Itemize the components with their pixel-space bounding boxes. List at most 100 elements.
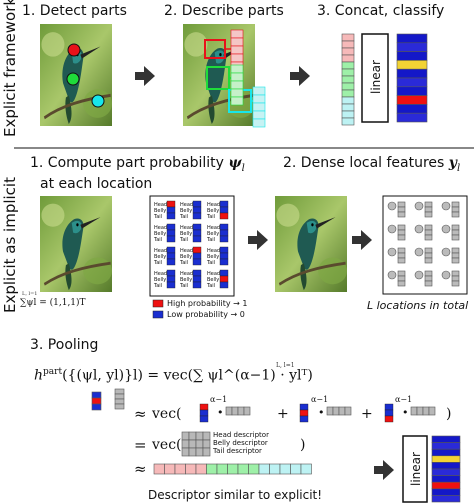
pooling-term-1-bar (199, 403, 209, 411)
probability-part-label: Tail (206, 237, 215, 243)
probability-part-label: Head (207, 202, 220, 208)
probability-part-label: Tail (206, 283, 215, 289)
pooled-descriptor-vector-cell (258, 463, 270, 475)
belly-descriptor-vector (230, 64, 244, 106)
descriptor-grid-row-cell (188, 439, 197, 449)
feature-location-dot (441, 270, 451, 280)
feature-vector (397, 270, 406, 287)
head-descriptor-vector (230, 29, 244, 71)
plus-1: + (277, 406, 289, 422)
tail-descriptor-vector-cell (252, 110, 266, 120)
feature-vector-cell (451, 234, 460, 241)
pooling-term-3-bar (384, 403, 394, 411)
feature-vector-cell (424, 257, 433, 264)
probability-bar (219, 206, 229, 214)
bird-image-probability (38, 194, 114, 294)
probability-part-label: Tail (153, 260, 162, 266)
classifier-output-bottom-cell (431, 462, 461, 470)
pooling-term-2-bar (299, 403, 309, 411)
pooling-term-3-features-cell (416, 406, 424, 416)
tail-part-dot (91, 94, 105, 108)
pooled-descriptor-vector-cell (206, 463, 218, 475)
tail-descriptor-vector-cell (252, 118, 266, 128)
pooling-term-3 (384, 403, 394, 423)
feature-vector-cell (424, 247, 433, 254)
probability-bar (166, 269, 176, 277)
pooled-descriptor-vector-cell (300, 463, 312, 475)
approx-sign-2: ≈ (134, 460, 147, 478)
probability-part-label: Belly (154, 231, 166, 237)
belly-descriptor: Belly descriptor (213, 439, 268, 447)
pooled-descriptor-vector-cell (290, 463, 302, 475)
head-descriptor-vector-cell (230, 37, 244, 47)
probability-part-label: Belly (180, 277, 192, 283)
probability-part-label: Tail (153, 283, 162, 289)
probability-bar (192, 200, 202, 208)
descriptor-grid-row (181, 447, 211, 457)
descriptor-grid-row (181, 431, 211, 441)
classifier-output-bottom-cell (431, 455, 461, 463)
concatenated-vector-cell (341, 96, 355, 105)
feature-vector-cell (424, 234, 433, 241)
step-at-each-location: at each location (40, 176, 153, 192)
probability-part-label: Head (180, 202, 193, 208)
feature-vector-cell (451, 224, 460, 231)
classifier-output-top-cell (396, 60, 428, 70)
concatenated-vector-cell (341, 82, 355, 91)
feature-vector-cell (424, 201, 433, 208)
step-detect-parts: 1. Detect parts (22, 3, 127, 19)
linear-label-bottom: linear (409, 452, 423, 486)
feature-vector-cell (397, 206, 406, 213)
y-symbol: y (448, 155, 457, 171)
feature-vector-cell (451, 280, 460, 287)
probability-part-label: Head (180, 271, 193, 277)
pooling-equation: hpart({(ψl, yl)}l) = vec(∑ ψl^(α−1) · yl… (34, 367, 313, 384)
concatenated-vector-cell (341, 103, 355, 112)
feature-vector (424, 224, 433, 241)
feature-location-dot (387, 224, 397, 234)
probability-bar (219, 258, 229, 266)
feature-vector-cell (424, 211, 433, 218)
probability-bar (166, 246, 176, 254)
dot-1: • (217, 406, 224, 419)
feature-vector-cell (424, 275, 433, 282)
belly-descriptor-vector-cell (230, 64, 244, 74)
classifier-output-bottom-cell (431, 448, 461, 457)
feature-location-dot (387, 247, 397, 257)
feature-vector-cell (451, 275, 460, 282)
probability-part-label: Belly (207, 231, 219, 237)
pooling-title: 3. Pooling (30, 337, 99, 353)
classifier-output-top-cell (396, 42, 428, 52)
probability-bar (219, 212, 229, 220)
classifier-output-top-cell (396, 77, 428, 88)
belly-descriptor-vector-cell (230, 88, 244, 98)
descriptor-grid-row-cell (181, 431, 190, 441)
equals-sign: = (134, 436, 147, 454)
pooling-term-2-features (326, 406, 352, 416)
classifier-output-top-cell (396, 33, 428, 44)
descriptor-grid-row-cell (195, 431, 204, 441)
feature-vector (451, 201, 460, 218)
arrow-bottom (374, 460, 394, 480)
classifier-output-bottom-cell (431, 442, 461, 450)
probability-part-label: Belly (180, 254, 192, 260)
pooling-term-2-bar (299, 409, 309, 417)
probability-part-label: Head (207, 248, 220, 254)
legend-high-probability: High probability → 1 (167, 299, 248, 308)
pooled-descriptor-vector-cell (153, 463, 165, 475)
locations-in-total: L locations in total (367, 299, 469, 312)
belly-descriptor-vector-cell (230, 80, 244, 90)
head-descriptor: Head descriptor (213, 431, 269, 439)
psi-mini-vector-cell (91, 397, 102, 405)
feature-location-dot (414, 247, 424, 257)
tail-descriptor-vector-cell (252, 94, 266, 104)
feature-vector-cell (424, 280, 433, 287)
step-concat-classify: 3. Concat, classify (317, 3, 445, 19)
feature-vector-cell (397, 201, 406, 208)
